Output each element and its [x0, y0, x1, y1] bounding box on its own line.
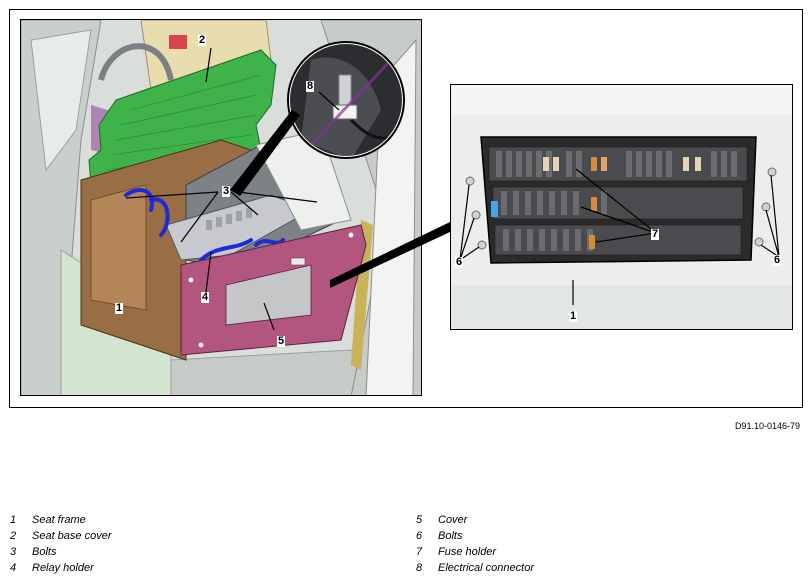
legend-item: 3 Bolts [10, 544, 310, 560]
legend-label: Fuse holder [438, 546, 497, 558]
legend-label: Bolts [438, 530, 463, 542]
legend-item: 2 Seat base cover [10, 528, 310, 544]
legend-item: 1 Seat frame [10, 512, 310, 528]
callout-7: 7 [651, 228, 660, 240]
legend-item: 7 Fuse holder [416, 544, 716, 560]
seat-base-illustration [21, 20, 421, 395]
legend-item: 4 Relay holder [10, 560, 310, 576]
legend-item: 5 Cover [416, 512, 716, 528]
legend-label: Seat base cover [32, 530, 112, 542]
fuse-holder-detail [451, 85, 792, 329]
callout-4: 4 [201, 291, 210, 303]
callout-1-main: 1 [115, 302, 124, 314]
legend-label: Bolts [32, 546, 57, 558]
callout-5: 5 [277, 335, 286, 347]
legend-number: 1 [10, 514, 17, 526]
legend-label: Electrical connector [438, 562, 534, 574]
legend-number: 7 [416, 546, 423, 558]
legend-item: 6 Bolts [416, 528, 716, 544]
figure-code: D91.10-0146-79 [734, 421, 800, 431]
legend: 1 Seat frame 2 Seat base cover 3 Bolts 4… [10, 512, 800, 578]
legend-column-left: 1 Seat frame 2 Seat base cover 3 Bolts 4… [10, 512, 310, 576]
callout-6-right: 6 [773, 254, 782, 266]
callout-8: 8 [306, 80, 315, 92]
callout-3: 3 [222, 185, 231, 197]
legend-number: 5 [416, 514, 423, 526]
legend-number: 2 [10, 530, 17, 542]
legend-column-right: 5 Cover 6 Bolts 7 Fuse holder 8 Electric… [416, 512, 716, 576]
legend-label: Cover [438, 514, 468, 526]
callout-6-left: 6 [455, 256, 464, 268]
legend-number: 3 [10, 546, 17, 558]
legend-item: 8 Electrical connector [416, 560, 716, 576]
legend-label: Relay holder [32, 562, 94, 574]
legend-number: 6 [416, 530, 423, 542]
main-illustration [20, 19, 422, 396]
legend-number: 4 [10, 562, 17, 574]
detail-illustration [450, 84, 793, 330]
legend-label: Seat frame [32, 514, 86, 526]
relay-holder-shape [165, 194, 313, 261]
callout-2: 2 [198, 34, 207, 46]
callout-1-detail: 1 [569, 310, 578, 322]
legend-number: 8 [416, 562, 423, 574]
